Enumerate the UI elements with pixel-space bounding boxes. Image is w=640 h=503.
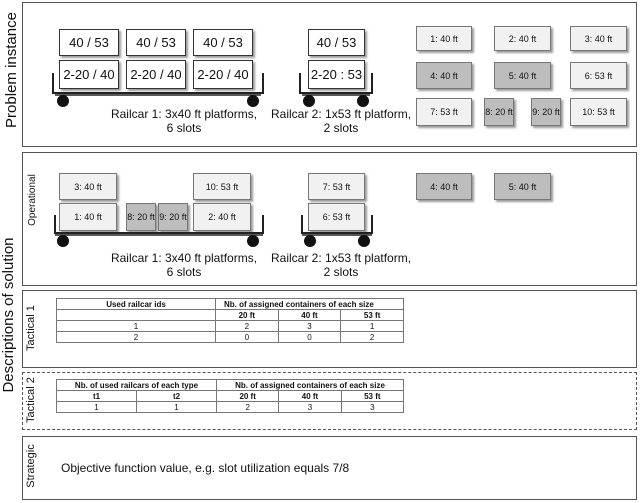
t2-size-40: 40 ft [278,390,342,402]
op-railcar1-chassis [54,215,264,247]
t1-header-empty [56,309,216,321]
railcar2-label: Railcar 2: 1x53 ft platform, 2 slots [271,107,412,135]
t2-header-used: Nb. of used railcars of each type [56,379,217,391]
table-row: 1 1 2 3 3 [56,401,405,413]
op-container-2: 2: 40 ft [193,203,251,231]
strategic-objective-text: Objective function value, e.g. slot util… [61,461,350,475]
container-10: 10: 53 ft [570,98,627,126]
strategic-panel: Strategic Objective function value, e.g.… [22,436,637,500]
op-railcar2-wheel-left [304,235,316,247]
problem-instance-panel: 40 / 53 40 / 53 40 / 53 2-20 / 40 2-20 /… [22,2,637,147]
t2-row-20: 2 [215,401,280,413]
railcar1-wheel-right [247,95,259,107]
op-railcar2-label: Railcar 2: 1x53 ft platform, 2 slots [271,251,412,279]
container-3: 3: 40 ft [570,26,627,51]
table-row: 1 2 3 1 [56,320,404,332]
railcar1-bottom-slot-2: 2-20 / 40 [126,60,186,89]
t2-type-t1: t1 [56,390,137,402]
t1-row1-20: 2 [215,320,279,332]
strategic-label: Strategic [25,444,37,488]
t1-size-20: 20 ft [215,309,279,321]
op-railcar1-wheel-right [247,235,259,247]
t1-header-assigned: Nb. of assigned containers of each size [215,298,404,310]
railcar1-bottom-slot-1: 2-20 / 40 [59,60,119,89]
railcar2-chassis [299,73,373,107]
t2-row-53: 3 [340,401,405,413]
container-1: 1: 40 ft [416,26,472,51]
op-container-7: 7: 53 ft [308,173,365,200]
container-9: 9: 20 ft [531,98,561,126]
op-unassigned-container-4: 4: 40 ft [416,173,472,200]
railcar2-bottom-slot: 2-20 : 53 [308,60,365,89]
t1-header-ids: Used railcar ids [56,298,216,310]
t2-size-20: 20 ft [215,390,280,402]
problem-instance-label: Problem instance [3,12,20,128]
op-container-3: 3: 40 ft [59,173,117,200]
tactical2-label: Tactical 2 [25,377,37,423]
railcar1-bottom-slot-3: 2-20 / 40 [193,60,253,89]
operational-label: Operational [27,174,38,226]
railcar1-label: Railcar 1: 3x40 ft platforms, 6 slots [110,107,258,135]
op-container-10: 10: 53 ft [193,173,251,200]
op-container-1: 1: 40 ft [59,203,117,231]
railcar1-wheel-left [57,95,69,107]
t2-size-53: 53 ft [340,390,405,402]
container-7: 7: 53 ft [416,98,472,126]
op-container-8: 8: 20 ft [126,203,156,231]
t1-size-40: 40 ft [277,309,342,321]
tactical1-label: Tactical 1 [25,305,37,351]
op-unassigned-container-5: 5: 40 ft [494,173,551,200]
t1-size-53: 53 ft [340,309,404,321]
t2-row-t1: 1 [56,401,137,413]
railcar2-wheel-left [303,95,315,107]
container-6: 6: 53 ft [570,62,627,89]
table-row: 2 0 0 2 [56,331,404,343]
railcar1-top-slot-1: 40 / 53 [59,29,119,56]
t1-row1-53: 1 [340,320,404,332]
op-railcar1-wheel-left [57,235,69,247]
tactical2-table: Nb. of used railcars of each type Nb. of… [56,379,405,413]
t1-row2-40: 0 [277,331,342,343]
tactical1-panel: Tactical 1 Used railcar ids Nb. of assig… [22,290,637,368]
op-railcar1-label: Railcar 1: 3x40 ft platforms, 6 slots [110,251,258,279]
container-4: 4: 40 ft [416,62,472,89]
tactical1-table: Used railcar ids Nb. of assigned contain… [56,298,404,343]
t1-row2-53: 2 [340,331,404,343]
railcar1-chassis [52,73,264,107]
tactical2-panel: Tactical 2 Nb. of used railcars of each … [22,372,637,430]
t2-row-40: 3 [278,401,342,413]
container-2: 2: 40 ft [494,26,551,51]
railcar1-top-slot-2: 40 / 53 [126,29,186,56]
t2-row-t2: 1 [136,401,217,413]
railcar2-wheel-right [357,95,369,107]
t1-row1-40: 3 [277,320,342,332]
op-container-6: 6: 53 ft [308,203,365,231]
op-railcar2-chassis [301,215,373,247]
descriptions-of-solution-label: Descriptions of solution [0,237,17,393]
railcar1-top-slot-3: 40 / 53 [193,29,253,56]
container-5: 5: 40 ft [494,62,551,89]
t1-row2-id: 2 [56,331,216,343]
op-container-9: 9: 20 ft [158,203,188,231]
t1-row2-20: 0 [215,331,279,343]
container-8: 8: 20 ft [484,98,514,126]
t2-header-assigned: Nb. of assigned containers of each size [216,379,404,391]
railcar2-top-slot: 40 / 53 [308,29,365,56]
t2-type-t2: t2 [136,390,217,402]
operational-panel: Operational 3: 40 ft 10: 53 ft 1: 40 ft … [22,152,637,286]
t1-row1-id: 1 [56,320,216,332]
op-railcar2-wheel-right [358,235,370,247]
